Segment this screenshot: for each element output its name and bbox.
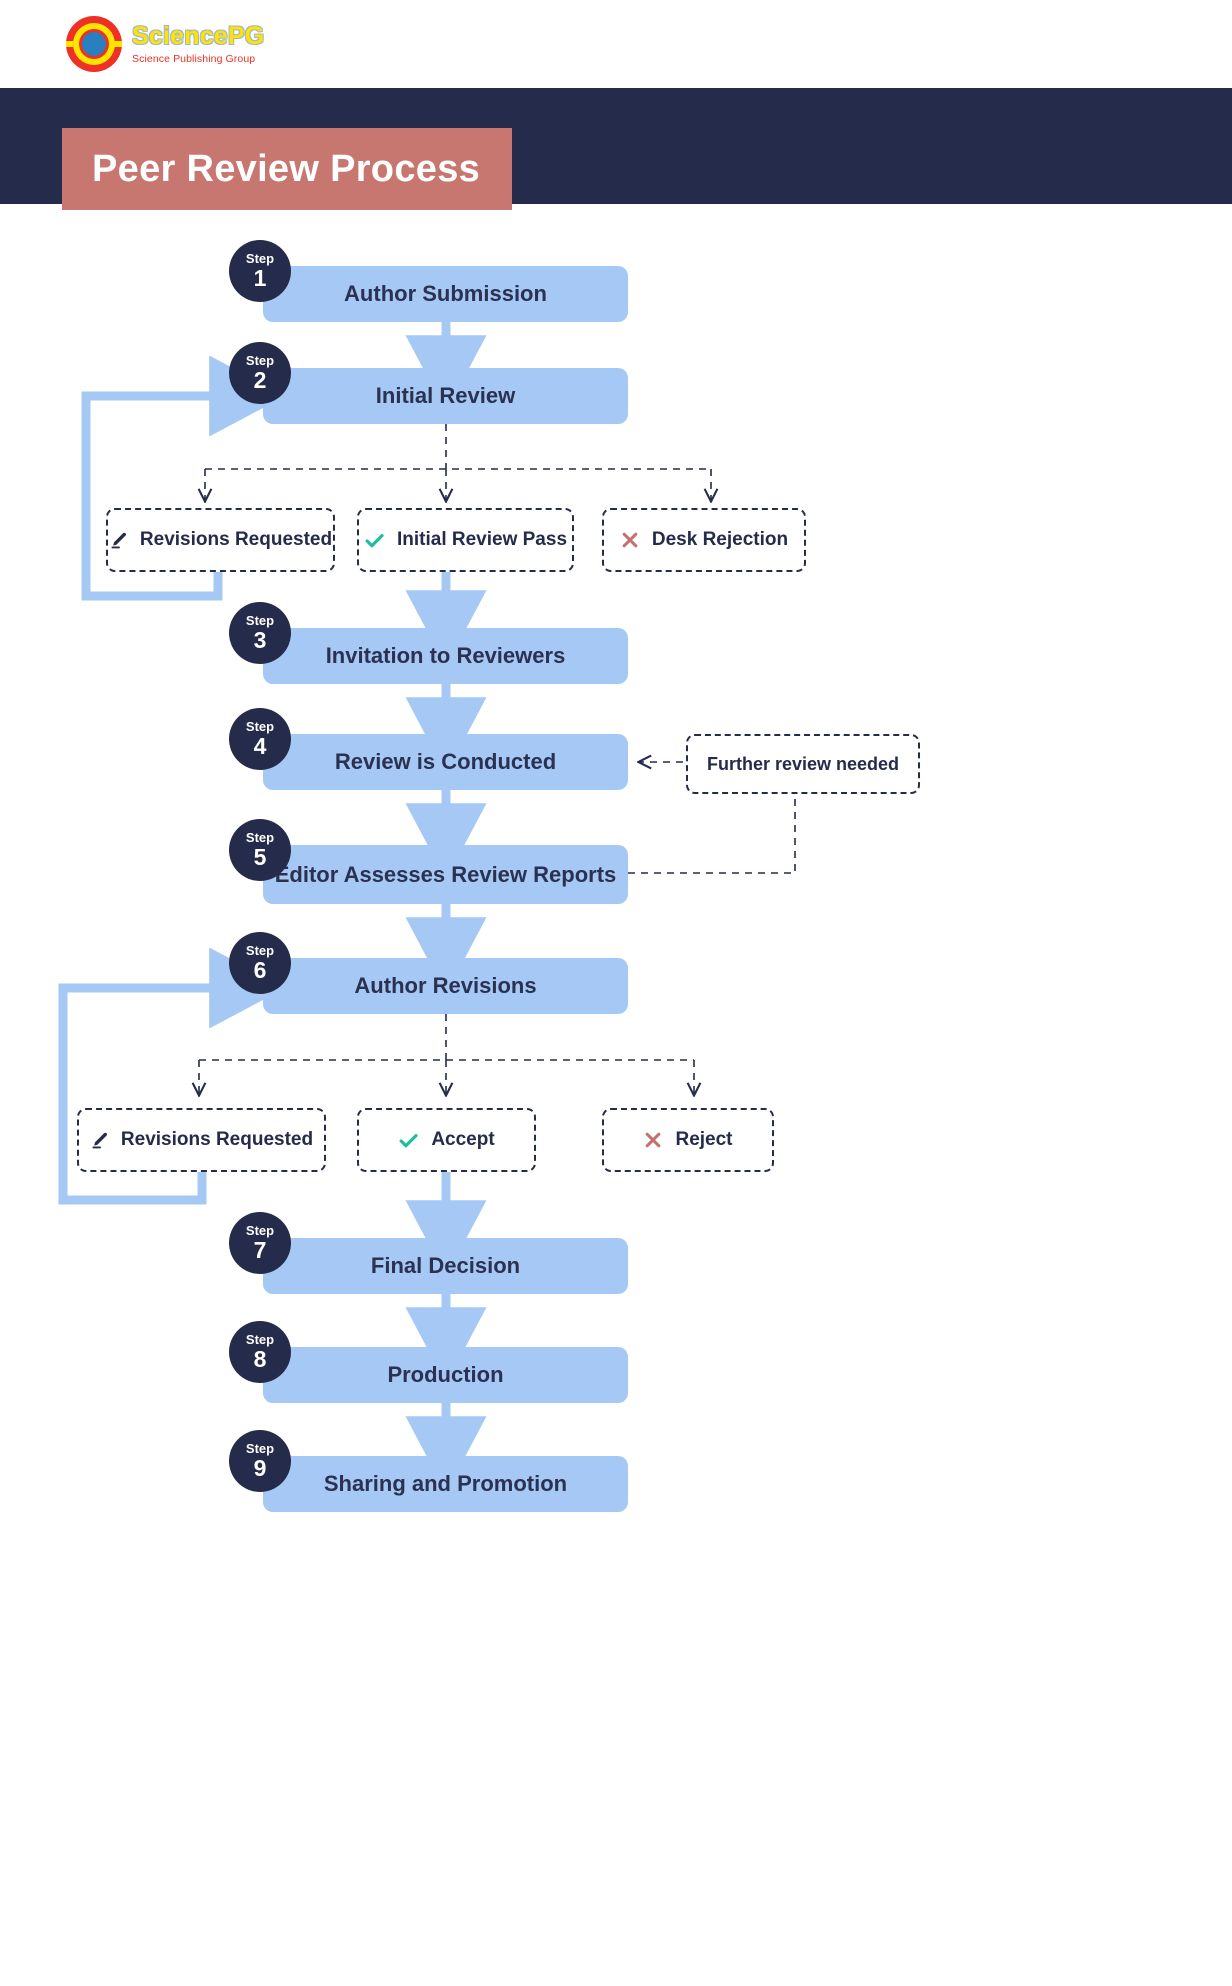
step-box-3[interactable]: Invitation to Reviewers [263, 628, 628, 684]
outcome-revisions-requested-2[interactable]: Revisions Requested [77, 1108, 326, 1172]
outcome-label: Accept [431, 1129, 495, 1150]
step-badge-4: Step 4 [229, 708, 291, 770]
outcome-initial-review-pass[interactable]: Initial Review Pass [357, 508, 574, 572]
outcome-desk-rejection[interactable]: Desk Rejection [602, 508, 806, 572]
step-badge-3: Step 3 [229, 602, 291, 664]
badge-word-1: Step [245, 251, 275, 266]
check-icon [364, 530, 385, 551]
step-badge-9: Step 9 [229, 1430, 291, 1492]
sciencepg-circle-logo [66, 16, 122, 72]
step-label-6: Author Revisions [354, 973, 537, 998]
step-badge-1: Step 1 [229, 240, 291, 302]
step-label-3: Invitation to Reviewers [325, 643, 566, 668]
badge-word-9: Step [245, 1441, 275, 1456]
outcome-reject[interactable]: Reject [602, 1108, 774, 1172]
badge-word-2: Step [245, 353, 275, 368]
outcome-label: Desk Rejection [651, 529, 789, 550]
logo-subtitle: Science Publishing Group [132, 52, 256, 65]
connector-layer [58, 322, 796, 1493]
step-label-1: Author Submission [344, 281, 547, 306]
step-label-8: Production [387, 1362, 504, 1387]
badge-word-6: Step [245, 943, 275, 958]
badge-word-4: Step [245, 719, 275, 734]
logo-title: SciencePG [132, 21, 265, 50]
step-box-4[interactable]: Review is Conducted [263, 734, 628, 790]
pencil-icon [109, 531, 128, 550]
step-label-9: Sharing and Promotion [323, 1471, 568, 1496]
badge-number-6: 6 [253, 957, 267, 983]
step-box-7[interactable]: Final Decision [263, 1238, 628, 1294]
note-further-review-needed[interactable]: Further review needed [686, 734, 920, 794]
step-badge-7: Step 7 [229, 1212, 291, 1274]
badge-number-4: 4 [253, 733, 267, 759]
step-label-2: Initial Review [375, 383, 516, 408]
step-badge-6: Step 6 [229, 932, 291, 994]
badge-number-5: 5 [253, 844, 267, 870]
step-box-9[interactable]: Sharing and Promotion [263, 1456, 628, 1512]
outcome-label: Revisions Requested [139, 529, 333, 550]
step-box-8[interactable]: Production [263, 1347, 628, 1403]
title-band: Peer Review Process [0, 88, 1232, 210]
outcome-label: Reject [675, 1129, 733, 1150]
step-box-2[interactable]: Initial Review [263, 368, 628, 424]
step-box-1[interactable]: Author Submission [263, 266, 628, 322]
brand-logo[interactable]: SciencePG Science Publishing Group [66, 16, 264, 72]
step-box-5[interactable]: Editor Assesses Review Reports [263, 845, 628, 904]
badge-word-3: Step [245, 613, 275, 628]
note-label: Further review needed [706, 753, 900, 774]
outcome-label: Revisions Requested [120, 1129, 314, 1150]
badge-word-8: Step [245, 1332, 275, 1347]
badge-word-7: Step [245, 1223, 275, 1238]
logo-bar: SciencePG Science Publishing Group [0, 0, 1232, 88]
badge-number-7: 7 [253, 1237, 267, 1263]
outcome-accept[interactable]: Accept [357, 1108, 536, 1172]
step-badge-8: Step 8 [229, 1321, 291, 1383]
check-icon [398, 1130, 419, 1151]
step-label-5: Editor Assesses Review Reports [274, 861, 617, 887]
step-box-6[interactable]: Author Revisions [263, 958, 628, 1014]
page-title: Peer Review Process [92, 147, 481, 190]
badge-number-2: 2 [253, 367, 267, 393]
step-label-7: Final Decision [370, 1253, 521, 1278]
step-badge-2: Step 2 [229, 342, 291, 404]
step-label-4: Review is Conducted [334, 749, 557, 774]
outcome-revisions-requested-1[interactable]: Revisions Requested [106, 508, 335, 572]
badge-number-1: 1 [253, 265, 267, 291]
step-badge-5: Step 5 [229, 819, 291, 881]
cross-icon [620, 530, 640, 550]
title-chip: Peer Review Process [62, 128, 512, 210]
cross-icon [643, 1130, 663, 1150]
badge-word-5: Step [245, 830, 275, 845]
flowchart-canvas: Author Submission Step 1 Initial Review … [0, 204, 1232, 1986]
pencil-icon [90, 1131, 109, 1150]
badge-number-3: 3 [253, 627, 267, 653]
badge-number-9: 9 [253, 1455, 267, 1481]
outcome-label: Initial Review Pass [396, 529, 568, 550]
badge-number-8: 8 [253, 1346, 267, 1372]
